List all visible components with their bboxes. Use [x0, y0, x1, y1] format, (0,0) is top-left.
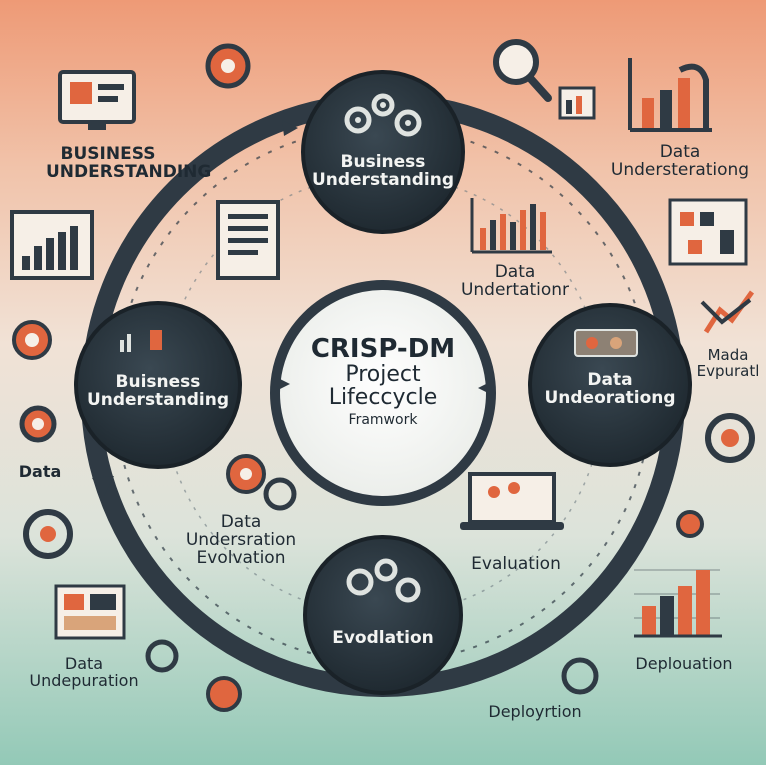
- label-inner-lower-line-1: Data: [220, 512, 262, 532]
- gear-icon: [705, 413, 755, 463]
- arrow-head-left: [92, 476, 114, 496]
- center-arrow-left: [274, 376, 290, 392]
- gear-icon: [226, 454, 297, 511]
- label-bottom-center: Deployrtion: [470, 702, 600, 721]
- label-bottom-right-line-1: Deplouation: [635, 654, 733, 673]
- label-top-left-line-2: UNDERSTANDING: [46, 161, 212, 182]
- gear-icon: [344, 93, 422, 137]
- target-icon: [12, 320, 52, 360]
- bar-chart-icon: [470, 198, 552, 254]
- label-top-right-line-1: Data: [659, 142, 701, 162]
- trend-chart-icon: [700, 290, 755, 334]
- label-left-edge-line-1: Data: [18, 462, 62, 481]
- label-inner-lower-line-2: Undersration: [185, 529, 297, 550]
- gear-icon: [676, 510, 704, 538]
- label-bottom-left: Data Undepuration: [14, 654, 154, 690]
- laptop-icon: [574, 329, 638, 357]
- node-bottom-label: Evodlation: [313, 628, 453, 648]
- label-bottom-left-line-1: Data: [64, 654, 104, 673]
- label-right-edge-line-1: Mada: [707, 346, 749, 364]
- gear-icon: [346, 558, 421, 603]
- label-right-edge-line-2: Evpuratl: [696, 361, 760, 380]
- node-left: [74, 301, 242, 469]
- label-evaluation-line-1: Evaluation: [471, 554, 561, 574]
- label-top-right: Data Understerationg: [600, 142, 760, 180]
- label-bottom-right: Deplouation: [624, 654, 744, 673]
- gear-icon: [205, 43, 251, 89]
- gear-icon: [355, 102, 411, 126]
- title-line-3: Lifeccycle: [328, 385, 438, 411]
- node-right-line-2: Undeorationg: [544, 387, 676, 408]
- arrow-head-top: [282, 120, 298, 136]
- node-right-label: Data Undeorationg: [530, 370, 690, 408]
- bar-chart-icon: [120, 330, 162, 352]
- label-top-left: BUSINESS UNDERSTANDING: [46, 144, 212, 182]
- label-evaluation: Evaluation: [456, 554, 576, 574]
- center-arrow-right: [478, 380, 494, 396]
- title-line-2: Project: [345, 362, 421, 388]
- document-icon: [54, 584, 126, 640]
- monitor-icon: [58, 70, 136, 130]
- node-top: [301, 70, 465, 234]
- node-left-line-2: Understanding: [86, 389, 230, 410]
- label-inner-upper-line-2: Undertationr: [460, 279, 570, 300]
- node-right-line-1: Data: [587, 370, 633, 390]
- gear-icon: [23, 509, 73, 559]
- node-bottom: [303, 535, 463, 695]
- document-icon: [216, 200, 280, 280]
- bar-chart-icon: [558, 86, 596, 120]
- gear-icon: [19, 405, 57, 443]
- label-right-edge: Mada Evpuratl: [690, 346, 766, 380]
- center-title: CRISP-DM Project Lifeccycle Framwork: [283, 334, 483, 429]
- title-line-1: CRISP-DM: [310, 334, 456, 364]
- magnifier-icon: [493, 39, 552, 102]
- label-inner-lower: Data Undersration Evolvation: [166, 512, 316, 568]
- label-bottom-left-line-2: Undepuration: [29, 670, 139, 690]
- bar-chart-icon: [634, 569, 722, 638]
- label-inner-upper-line-1: Data: [494, 262, 536, 282]
- label-top-right-line-2: Understerationg: [610, 159, 750, 180]
- title-line-4: Framwork: [348, 412, 418, 429]
- label-left-edge: Data: [10, 462, 70, 481]
- label-bottom-center-line-1: Deployrtion: [488, 702, 582, 721]
- laptop-icon: [460, 472, 564, 530]
- node-top-line-2: Understanding: [311, 169, 455, 190]
- node-left-label: Buisness Understanding: [73, 372, 243, 410]
- label-top-left-line-1: BUSINESS: [60, 144, 156, 164]
- node-right: [528, 303, 692, 467]
- node-left-line-1: Buisness: [115, 372, 201, 392]
- node-bottom-line-1: Evodlation: [332, 628, 434, 648]
- bar-chart-icon: [668, 198, 748, 266]
- node-top-label: Business Understanding: [293, 152, 473, 190]
- gear-icon: [145, 639, 599, 712]
- node-top-line-1: Business: [340, 152, 426, 172]
- bar-chart-icon: [10, 210, 94, 280]
- label-inner-upper: Data Undertationr: [440, 262, 590, 300]
- label-inner-lower-line-3: Evolvation: [196, 547, 286, 568]
- bar-chart-icon: [628, 58, 712, 132]
